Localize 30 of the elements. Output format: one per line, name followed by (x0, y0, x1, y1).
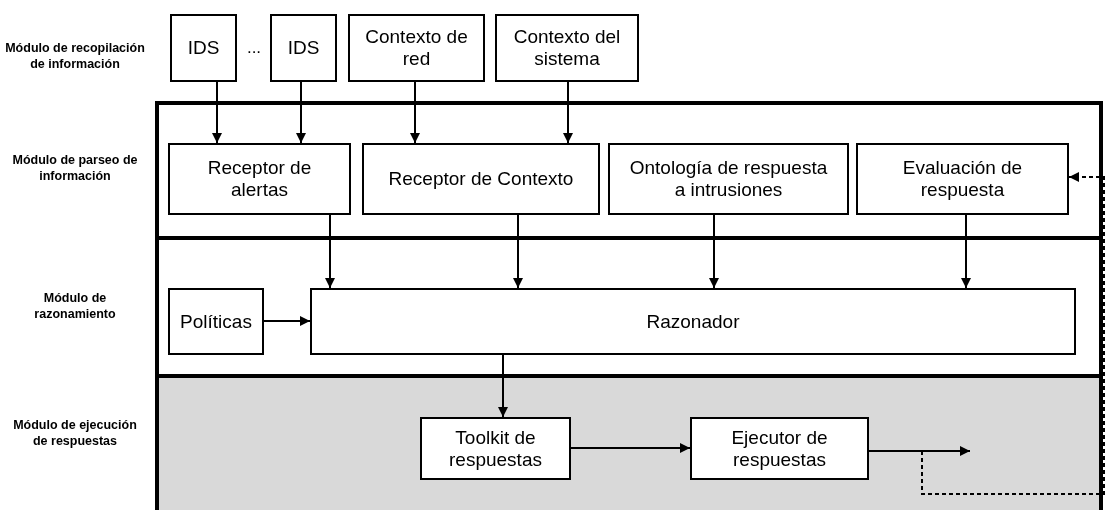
arrow (868, 446, 971, 456)
arrow (263, 316, 311, 326)
arrow (709, 214, 719, 289)
arrow (410, 81, 420, 144)
process-box: Políticas (168, 288, 264, 355)
process-box: Receptor de Contexto (362, 143, 600, 215)
module-label: Módulo de recopilación de información (5, 40, 145, 72)
arrow (212, 81, 222, 144)
module-label: Módulo de razonamiento (33, 290, 117, 322)
process-box: Receptor de alertas (168, 143, 351, 215)
arrow (498, 354, 508, 418)
arrow (563, 81, 573, 144)
module-label: Módulo de ejecución de respuestas (12, 417, 138, 449)
arrow (513, 214, 523, 289)
process-box: IDS (170, 14, 237, 82)
arrow (570, 443, 691, 453)
arrow (325, 214, 335, 289)
arrow (296, 81, 306, 144)
process-box: IDS (270, 14, 337, 82)
module-label: Módulo de parseo de información (11, 152, 139, 184)
process-box: Ejecutor de respuestas (690, 417, 869, 480)
ellipsis-text: ... (245, 38, 263, 58)
process-box: Contexto del sistema (495, 14, 639, 82)
dashed-arrow (921, 172, 1105, 495)
process-box: Toolkit de respuestas (420, 417, 571, 480)
process-box: Contexto de red (348, 14, 485, 82)
process-box: Evaluación de respuesta (856, 143, 1069, 215)
process-box: Ontología de respuesta a intrusiones (608, 143, 849, 215)
arrow (961, 214, 971, 289)
process-box: Razonador (310, 288, 1076, 355)
